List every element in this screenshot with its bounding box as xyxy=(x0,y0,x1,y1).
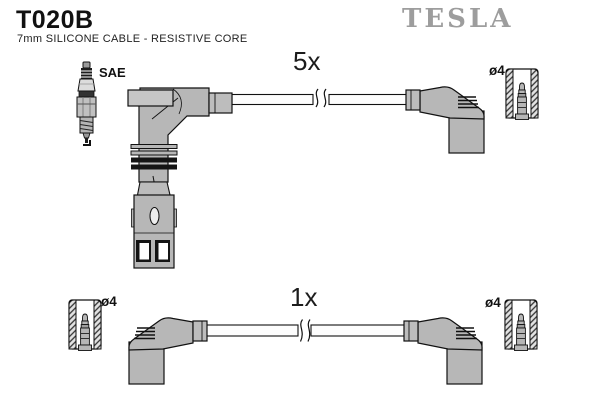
cable-break-icon xyxy=(299,319,311,342)
terminal-cross-section-icon xyxy=(504,299,538,352)
ignition-cable-1x-drawing xyxy=(128,317,483,385)
diameter-label: ø4 xyxy=(489,63,505,78)
ignition-cable-5x-drawing xyxy=(127,86,485,269)
terminal-cross-section-icon xyxy=(505,68,539,121)
terminal-cross-section-icon xyxy=(68,299,102,352)
angled-connector-left-icon xyxy=(128,317,208,385)
cable-line xyxy=(204,319,407,342)
part-number: T020B xyxy=(16,6,94,34)
sae-label: SAE xyxy=(99,65,126,80)
quantity-label-5x: 5x xyxy=(293,46,321,76)
diameter-label: ø4 xyxy=(101,294,117,309)
quantity-label-1x: 1x xyxy=(290,282,318,312)
cable-line xyxy=(231,88,411,108)
brand-logo: TESLA xyxy=(402,4,514,34)
product-subtitle: 7mm SILICONE CABLE - RESISTIVE CORE xyxy=(17,33,248,45)
coil-end-connector-icon xyxy=(405,86,485,154)
spark-plug-icon xyxy=(76,61,97,146)
plug-boot-connector-icon xyxy=(127,87,233,269)
diameter-label: ø4 xyxy=(485,295,501,310)
angled-connector-right-icon xyxy=(403,317,483,385)
cable-break-icon xyxy=(315,88,327,108)
